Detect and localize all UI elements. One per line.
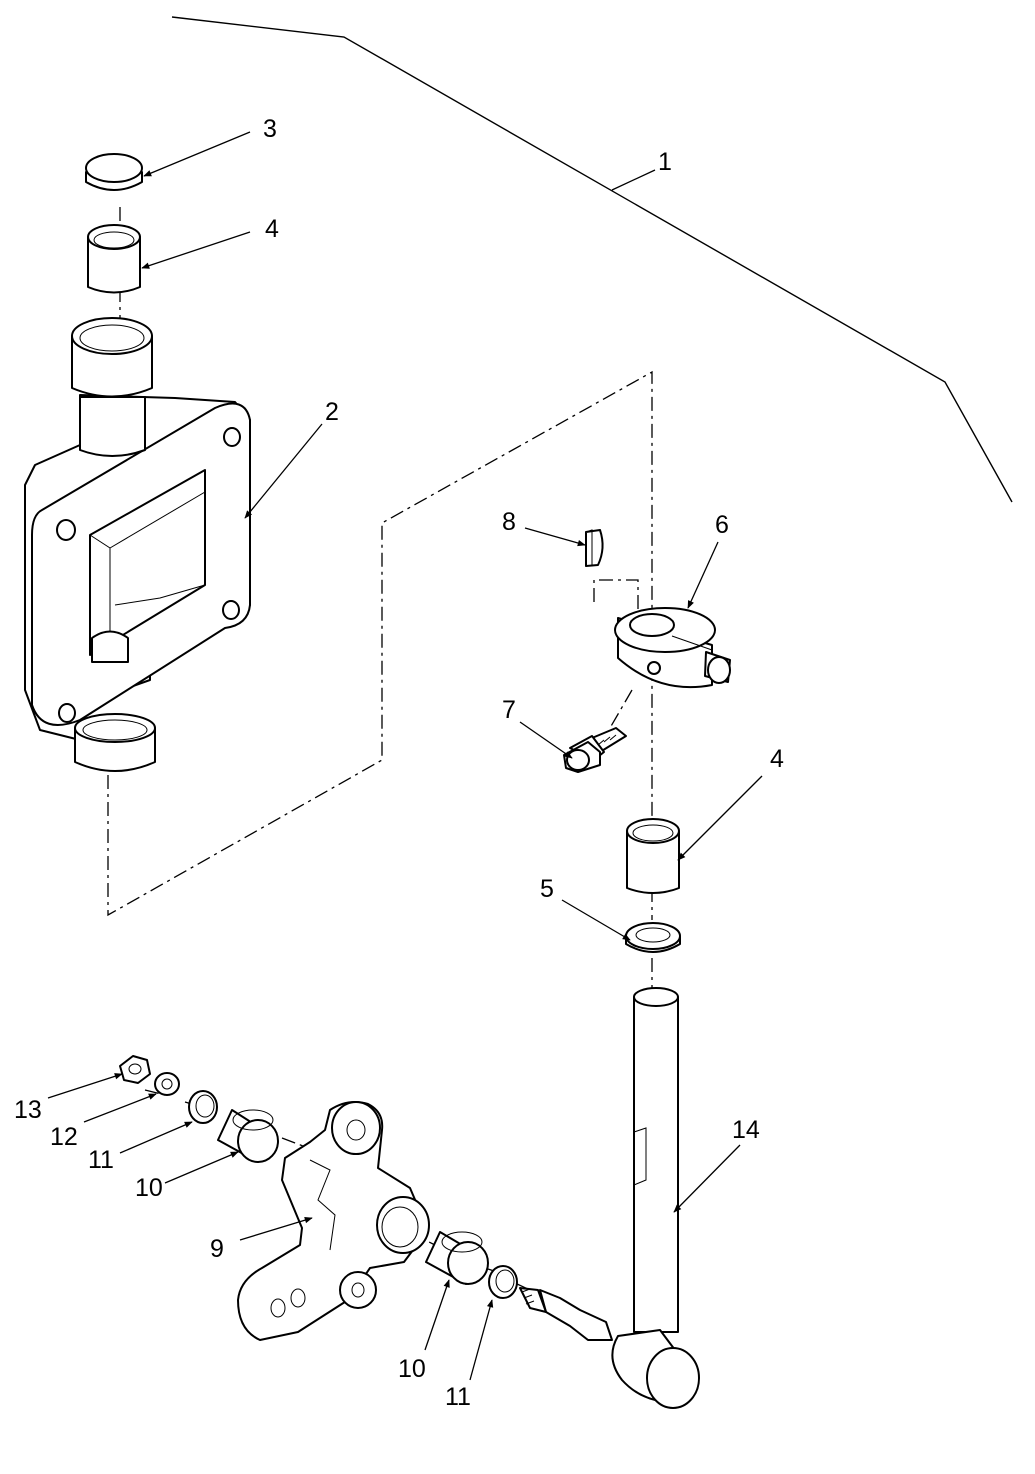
key-part-8	[585, 529, 604, 567]
washer-part-12	[154, 1072, 180, 1096]
callout-12: 12	[50, 1123, 78, 1151]
bolt-part-7	[563, 727, 627, 773]
callout-4-lower: 4	[770, 745, 784, 773]
bushing-lower-part-4	[626, 818, 680, 894]
callout-5: 5	[540, 875, 554, 903]
callout-8: 8	[502, 508, 516, 536]
housing-part-2	[24, 317, 251, 772]
callout-4-upper: 4	[265, 215, 279, 243]
callout-10-lower: 10	[398, 1355, 426, 1383]
callout-6: 6	[715, 511, 729, 539]
callout-labels: 1 2 3 4 4 5 6 7 8 9 10 10 11 11 12 13 14	[14, 115, 784, 1411]
callout-13: 13	[14, 1096, 42, 1124]
bushing-lower-part-10	[425, 1231, 489, 1285]
shaft-part-14	[519, 987, 700, 1409]
ring-lower-part-11	[488, 1265, 518, 1299]
ring-upper-part-11	[188, 1090, 218, 1124]
callout-1: 1	[658, 148, 672, 176]
frame-outline-part-1	[171, 16, 1013, 503]
washer-part-5	[625, 922, 681, 953]
bushing-upper-part-10	[217, 1109, 279, 1163]
nut-part-13	[119, 1055, 151, 1084]
callout-11-upper: 11	[88, 1146, 114, 1174]
callout-2: 2	[325, 398, 339, 426]
callout-3: 3	[263, 115, 277, 143]
callout-14: 14	[732, 1116, 760, 1144]
callout-9: 9	[210, 1235, 224, 1263]
bushing-upper-part-4	[87, 224, 141, 294]
bell-crank-part-9	[237, 1101, 430, 1341]
cap-part-3	[85, 153, 143, 191]
clamp-collar-part-6	[614, 607, 731, 689]
callout-10-upper: 10	[135, 1174, 163, 1202]
callout-11-lower: 11	[445, 1383, 471, 1411]
callout-7: 7	[502, 696, 516, 724]
leader-lines	[47, 131, 763, 1381]
